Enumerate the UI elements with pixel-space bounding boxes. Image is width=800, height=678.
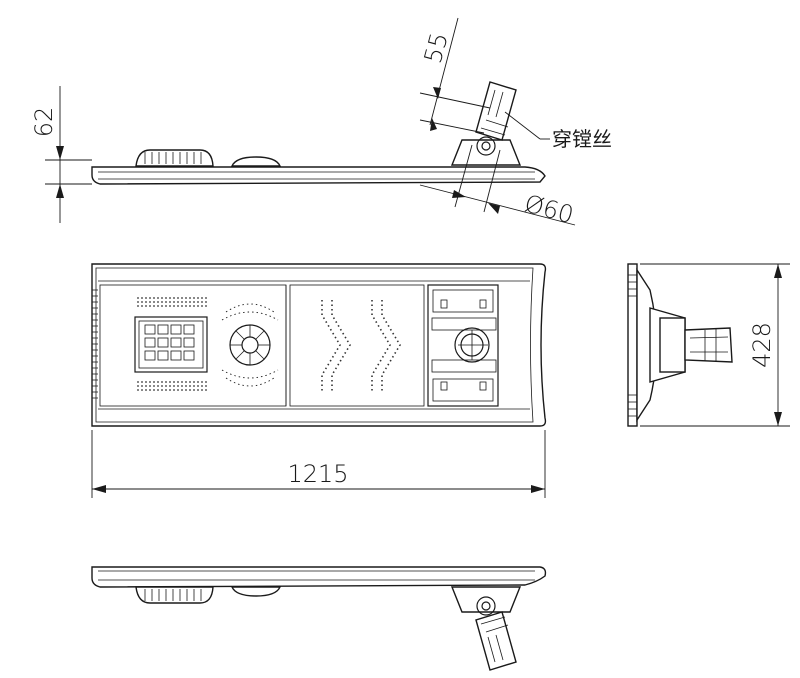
dimension-label-428: 428 — [748, 322, 776, 368]
dimension-label-1215: 1215 — [287, 460, 348, 488]
dimension-label-55: 55 — [419, 30, 454, 67]
dimension-pole-diameter: Ø60 — [419, 144, 577, 229]
dimension-label-diameter: Ø60 — [522, 189, 577, 229]
vent-dots-left — [135, 296, 207, 392]
end-view — [627, 263, 733, 427]
dimension-label-62: 62 — [30, 107, 58, 138]
dimension-arm-offset: 55 — [419, 17, 491, 134]
dimension-width: 428 — [640, 263, 790, 427]
plan-view — [91, 263, 547, 427]
callout-pole-mount: 穿镗丝 — [504, 111, 612, 151]
dimension-height: 62 — [30, 86, 92, 223]
side-view-top — [91, 81, 546, 185]
side-view-bottom — [91, 566, 547, 671]
callout-label: 穿镗丝 — [552, 127, 612, 151]
dimension-length: 1215 — [91, 430, 546, 498]
